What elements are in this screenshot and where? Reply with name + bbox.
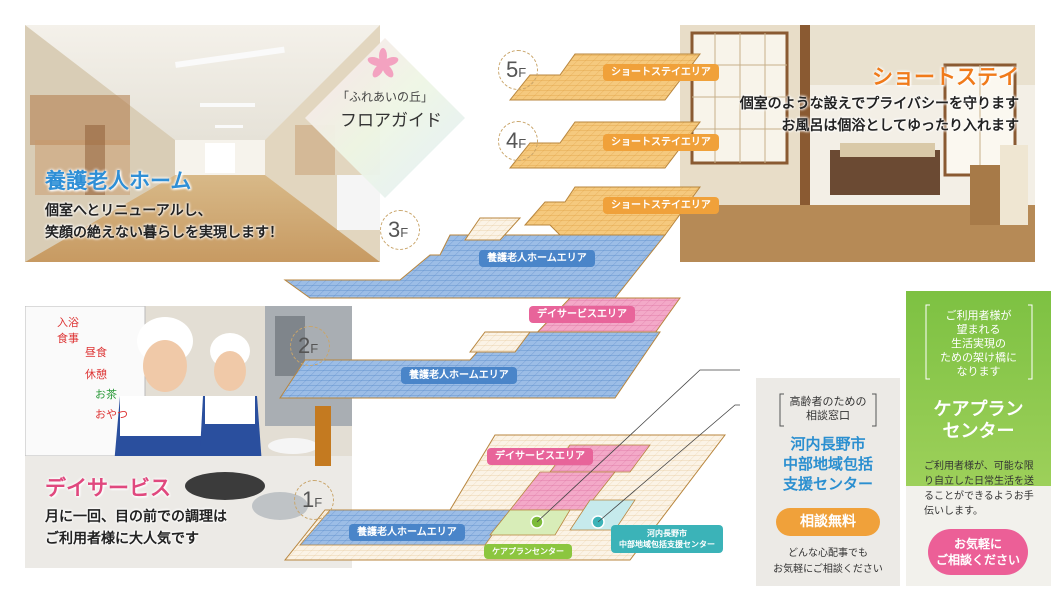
care-button-line2: ご相談ください <box>935 553 1020 567</box>
floor-ring-1f <box>294 480 334 520</box>
care-description: ご利用者様が、可能な限り自立した日常生活を送ることができるようお手伝いします。 <box>924 461 1034 517</box>
consult-name-line3: 支援センター <box>782 475 873 493</box>
bracket-icon <box>779 393 877 427</box>
consult-head-line2: 相談窓口 <box>806 409 850 422</box>
care-name-line1: ケアプラン <box>933 399 1024 420</box>
whiteboard-item: おやつ <box>95 408 128 421</box>
care-name-line2: センター <box>942 421 1015 442</box>
area-tag-nursing-2f: 養護老人ホームエリア <box>401 367 517 384</box>
nursing-home-line1: 個室へとリニューアルし、 <box>45 203 212 219</box>
day-service-line2: ご利用者様に大人気です <box>45 531 199 547</box>
care-lead-line5: なります <box>956 365 1001 378</box>
floor-label-5f: 5F <box>506 57 527 82</box>
area-tag-support-line1: 河内長野市 <box>647 529 687 538</box>
consult-name-line1: 河内長野市 <box>790 435 866 453</box>
care-contact-button[interactable]: お気軽に ご相談ください <box>928 529 1028 575</box>
consult-head-line1: 高齢者のための <box>789 395 867 408</box>
floor-label-3f: 3F <box>388 217 409 242</box>
day-service-line1: 月に一回、目の前での調理は <box>45 509 227 525</box>
area-tag-nursing-1f: 養護老人ホームエリア <box>349 524 465 541</box>
whiteboard-item: お茶 <box>95 388 117 401</box>
floor-guide-title: フロアガイド <box>340 111 442 131</box>
day-service-title: デイサービス <box>45 476 171 500</box>
area-tag-nursing-3f: 養護老人ホームエリア <box>479 250 595 267</box>
care-plan-panel: ご利用者様が 望まれる 生活実現の ための架け橋に なります ケアプラン センタ… <box>906 291 1051 586</box>
care-lead-line1: ご利用者様が <box>945 309 1012 322</box>
floor-label-2f: 2F <box>298 333 319 358</box>
nursing-home-title: 養護老人ホーム <box>45 169 192 193</box>
area-tag-short-stay-4f: ショートステイエリア <box>603 134 719 151</box>
consult-name-line2: 中部地域包括 <box>782 455 873 473</box>
short-stay-line1: 個室のような設えでプライバシーを守ります <box>739 96 1019 112</box>
care-button-line1: お気軽に <box>953 537 1002 551</box>
short-stay-title: ショートステイ <box>872 65 1019 89</box>
care-lead-line3: 生活実現の <box>951 337 1006 350</box>
facility-name: 「ふれあいの丘」 <box>337 90 434 104</box>
floor-label-1f: 1F <box>302 487 323 512</box>
care-plan-header <box>906 291 1051 486</box>
area-tag-short-stay-5f: ショートステイエリア <box>603 64 719 81</box>
care-lead-line4: ための架け橋に <box>940 351 1017 364</box>
bracket-icon <box>925 304 1033 380</box>
floor-ring-2f <box>290 326 330 366</box>
area-tag-support-line2: 中部地域包括支援センター <box>619 540 715 549</box>
area-tag-day-2f: デイサービスエリア <box>529 306 635 323</box>
nursing-home-photo: 養護老人ホーム 個室へとリニューアルし、 笑顔の絶えない暮らしを実現します！ <box>25 25 380 262</box>
floor-plan-diagram <box>279 53 740 561</box>
short-stay-line2: お風呂は個浴としてゆったり入れます <box>781 118 1019 134</box>
care-lead-line2: 望まれる <box>956 323 1001 336</box>
nursing-home-line2: 笑顔の絶えない暮らしを実現します！ <box>45 225 283 241</box>
floor-label-4f: 4F <box>506 128 527 153</box>
area-tag-support-center-1f: 河内長野市 中部地域包括支援センター <box>611 525 723 553</box>
floor-ring-4f <box>498 121 538 161</box>
floor-ring-3f <box>380 210 420 250</box>
area-tag-day-1f: デイサービスエリア <box>487 448 593 465</box>
consultation-panel: 高齢者のための 相談窓口 河内長野市 中部地域包括 支援センター 相談無料 どん… <box>756 378 900 586</box>
free-consultation-button[interactable]: 相談無料 <box>776 508 880 536</box>
area-tag-care-plan-1f: ケアプランセンター <box>484 544 572 559</box>
whiteboard-item: 食事 <box>57 332 79 345</box>
whiteboard-item: 休憩 <box>85 368 107 381</box>
consult-foot-line1: どんな心配事でも <box>788 548 868 559</box>
whiteboard-item: 入浴 <box>57 316 79 329</box>
whiteboard-item: 昼食 <box>85 346 107 359</box>
area-tag-short-stay-3f: ショートステイエリア <box>603 197 719 214</box>
consult-foot-line2: お気軽にご相談ください <box>773 564 883 575</box>
floor-guide-badge: 「ふれあいの丘」 フロアガイド <box>305 38 465 198</box>
floor-ring-5f <box>498 50 538 90</box>
